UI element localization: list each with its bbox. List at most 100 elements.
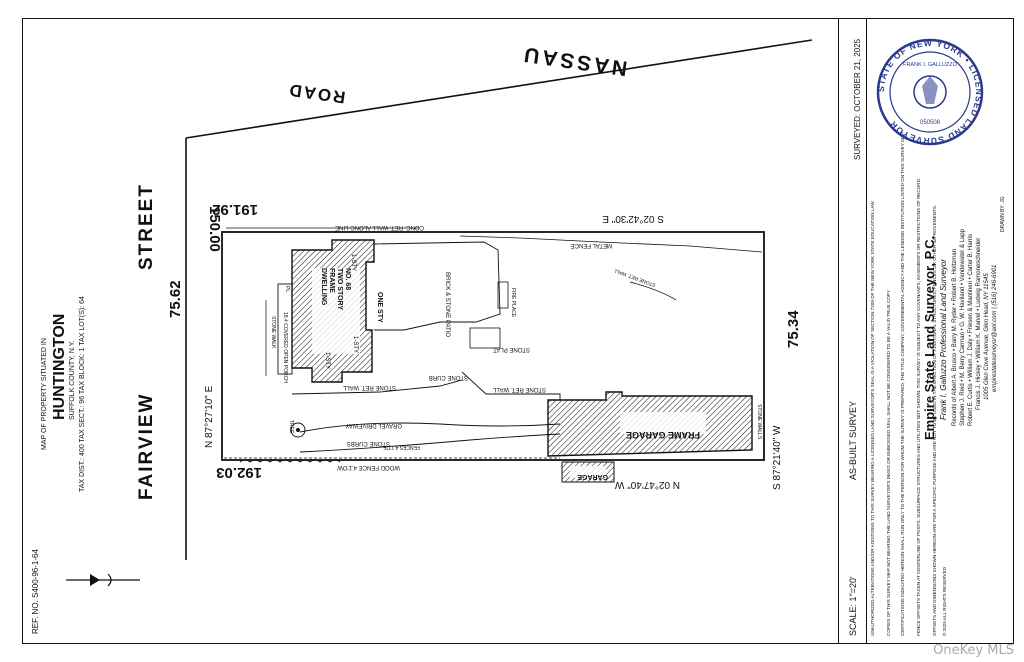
street-label: STREET [136, 183, 157, 270]
svg-text:FENCES 4.1'OE: FENCES 4.1'OE [383, 444, 420, 450]
svg-text:TREE: TREE [288, 420, 294, 434]
scale-label: SCALE: 1"=20' [848, 576, 858, 636]
svg-text:STONE RET. WALL: STONE RET. WALL [492, 386, 546, 392]
svg-text:Empire State Land Surveyor, P.: Empire State Land Surveyor, P.C. [922, 236, 937, 440]
metal-fence-label: METAL FENCE [571, 242, 612, 248]
svg-text:1-STY: 1-STY [350, 254, 356, 271]
stone-ret-wall-b-label: STONE RET. WALL [492, 386, 546, 392]
svg-text:FIRE PLACE: FIRE PLACE [510, 288, 516, 318]
svg-text:CONC. RET. WALL ALONG LINE: CONC. RET. WALL ALONG LINE [335, 224, 424, 230]
svg-text:TAX DIST.: 400 TAX SECT.: 96 T: TAX DIST.: 400 TAX SECT.: 96 TAX BLOCK: … [79, 296, 86, 492]
note-2: COPIES OF THIS SURVEY MAP NOT BEARING TH… [886, 289, 891, 636]
stone-walls-label: STONE WALLS [756, 404, 762, 440]
svg-text:Records of Albert A. Brusco •: Records of Albert A. Brusco • Barry M. R… [952, 249, 958, 426]
as-built-label: AS-BUILT SURVEY [848, 401, 858, 480]
note-1: UNAUTHORIZED ALTERATIONS AND/OR ADDITION… [870, 200, 875, 636]
svg-text:N 02°47'40" W: N 02°47'40" W [614, 479, 680, 490]
svg-text:STONE CURBS: STONE CURBS [347, 440, 390, 446]
svg-text:GRAVEL DRIVEWAY: GRAVEL DRIVEWAY [345, 422, 402, 428]
svg-text:STONE RET. WALL: STONE RET. WALL [342, 384, 396, 390]
svg-text:S 87°21'40" W: S 87°21'40" W [772, 425, 783, 490]
hedge-line [239, 459, 341, 463]
svg-text:SCALE: 1"=20': SCALE: 1"=20' [848, 576, 858, 636]
note-4: FENCE OFFSETS TAKEN AT CENTERLINE OF POS… [916, 178, 921, 636]
svg-text:MAP OF PROPERTY SITUATED IN: MAP OF PROPERTY SITUATED IN [41, 338, 48, 450]
road-label: ROAD [286, 80, 346, 107]
surveyed-date: SURVEYED: OCTOBER 21, 2025 [853, 38, 862, 160]
porch-outline [277, 283, 293, 375]
svg-text:N 87°27'10" E: N 87°27'10" E [204, 385, 215, 448]
stone-plat-label: STONE PLAT. [492, 346, 530, 352]
patio-outline [373, 241, 501, 331]
watermark: OneKey MLS [933, 643, 1014, 658]
dim-front-width: 75.62 [167, 280, 184, 318]
tax-info: TAX DIST.: 400 TAX SECT.: 96 TAX BLOCK: … [79, 296, 86, 492]
svg-text:AS-BUILT SURVEY: AS-BUILT SURVEY [848, 401, 858, 480]
svg-text:WOOD FENCE 4.1'OW: WOOD FENCE 4.1'OW [337, 464, 400, 470]
svg-text:1-STY: 1-STY [352, 336, 358, 353]
tree-label: TREE [288, 420, 294, 434]
lot-boundary [221, 231, 765, 461]
gravel-driveway-label: GRAVEL DRIVEWAY [345, 422, 402, 428]
records-line-4: Francis J. Hickey • William K. Marvel • … [976, 238, 982, 410]
firm-name: Empire State Land Surveyor, P.C. [922, 236, 937, 440]
county-name: SUFFOLK COUNTY, N.Y. [69, 340, 76, 420]
dwelling-label: NO. 68 TWO STORY FRAME DWELLING [320, 268, 351, 310]
title-divider-1 [838, 18, 839, 644]
svg-text:Francis J. Hickey • William K.: Francis J. Hickey • William K. Marvel • … [976, 238, 982, 410]
svg-text:STONE WALK: STONE WALK [270, 316, 276, 349]
map-title: MAP OF PROPERTY SITUATED IN [41, 338, 48, 450]
svg-text:SURVEYED: OCTOBER 21, 2025: SURVEYED: OCTOBER 21, 2025 [853, 38, 862, 160]
svg-text:FRAME GARAGE: FRAME GARAGE [626, 430, 700, 440]
fireplace-outline [497, 281, 509, 309]
surveyor-seal: STATE OF NEW YORK • LICENSED LAND SURVEY… [876, 38, 984, 146]
svg-text:75.62: 75.62 [167, 280, 184, 318]
svg-text:FAIRVIEW: FAIRVIEW [136, 393, 157, 501]
records-line-1: Records of Albert A. Brusco • Barry M. R… [952, 249, 958, 426]
frame-garage-label: FRAME GARAGE [626, 430, 700, 440]
neighbor-garage-label: GARAGE [577, 473, 608, 480]
town-name: HUNTINGTON [51, 314, 68, 420]
svg-text:192.03: 192.03 [216, 464, 262, 481]
svg-text:empirestatesurveyor@aol.com |: empirestatesurveyor@aol.com | (516) 246-… [992, 265, 998, 392]
driveway-edge [299, 422, 561, 433]
tree-icon [290, 422, 306, 438]
fences-label: FENCES 4.1'OE [383, 444, 420, 450]
svg-text:1-STY: 1-STY [324, 352, 330, 369]
stone-ret-wall-line [291, 379, 463, 395]
fairview-label: FAIRVIEW [136, 393, 157, 501]
svg-text:Stephen J. Reid • M. Berry Car: Stephen J. Reid • M. Berry Carman • G. W… [960, 228, 966, 426]
svg-text:191.92: 191.92 [212, 201, 258, 218]
dwelling-label-bg [312, 268, 360, 354]
svg-text:STONE CURB: STONE CURB [429, 374, 468, 380]
bearing-right: N 02°47'40" W [614, 479, 680, 490]
stone-walk-label: STONE WALK [270, 316, 276, 349]
nassau-road-line [185, 39, 813, 139]
firm-address: 1005 Glen Cove Avenue, Glen Head, NY 115… [984, 273, 990, 400]
note-5: OFFSETS AND DIMENSIONS SHOWN HEREON ARE … [932, 205, 937, 636]
svg-text:150.00: 150.00 [206, 206, 223, 252]
stone-curbs-label: STONE CURBS [347, 440, 390, 446]
tree-center [296, 428, 300, 432]
dim-left-length: 191.92 [212, 201, 258, 218]
svg-text:ONE STY: ONE STY [376, 292, 383, 323]
bearing-front: N 87°27'10" E [204, 385, 215, 448]
notes-block: UNAUTHORIZED ALTERATIONS AND/OR ADDITION… [870, 131, 947, 636]
drawn-by: DRAWN BY: JG [1000, 196, 1006, 232]
svg-text:BRICK & STONE PATIO: BRICK & STONE PATIO [444, 272, 450, 337]
svg-text:Robert E. Curtis • William J.: Robert E. Curtis • William J. Daly • Fri… [968, 234, 974, 426]
svg-text:18.4 COVERED OPEN PORCH: 18.4 COVERED OPEN PORCH [282, 312, 288, 383]
svg-text:NASSAU: NASSAU [520, 42, 629, 80]
frame-garage-label-bg [620, 412, 706, 434]
svg-text:STONE RET. WALL: STONE RET. WALL [613, 267, 657, 288]
survey-sheet-border [22, 18, 1014, 644]
svg-text:SUFFOLK COUNTY, N.Y.: SUFFOLK COUNTY, N.Y. [69, 340, 76, 420]
stone-ret-wall-label: STONE RET. WALL [342, 384, 396, 390]
note-3: CERTIFICATIONS INDICATED HEREON SHALL RU… [900, 131, 905, 636]
ref-number: REF. NO. S400-96-1-64 [31, 549, 40, 634]
svg-text:HUNTINGTON: HUNTINGTON [51, 314, 68, 420]
dim-rear-width: 75.34 [785, 310, 802, 348]
svg-text:FRANK I. GALLUZZO: FRANK I. GALLUZZO [903, 62, 958, 68]
dim-top-width: 150.00 [206, 206, 223, 252]
